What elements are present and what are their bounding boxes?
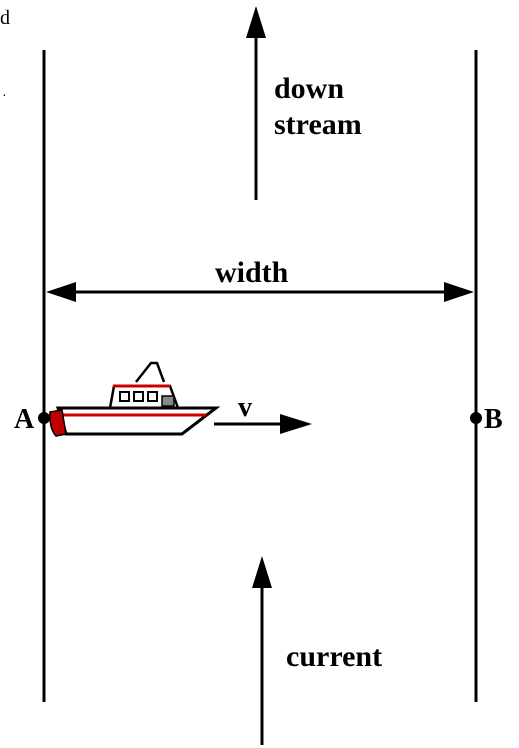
point-b-marker	[470, 412, 482, 424]
edge-text-fragment-2: ·	[2, 89, 7, 104]
velocity-label: v	[238, 392, 252, 423]
velocity-arrow	[214, 414, 312, 434]
point-b-label: B	[484, 404, 503, 435]
point-a-label: A	[14, 404, 35, 435]
downstream-arrow	[246, 6, 266, 200]
current-label: current	[286, 640, 382, 673]
motorboat-icon	[49, 361, 221, 437]
width-arrow	[46, 282, 474, 302]
point-a-marker	[38, 412, 50, 424]
downstream-label-line1: down	[274, 72, 344, 105]
edge-text-fragment: d	[0, 7, 10, 29]
downstream-label-line2: stream	[274, 108, 362, 141]
current-arrow	[252, 556, 272, 745]
width-label: width	[215, 256, 289, 289]
